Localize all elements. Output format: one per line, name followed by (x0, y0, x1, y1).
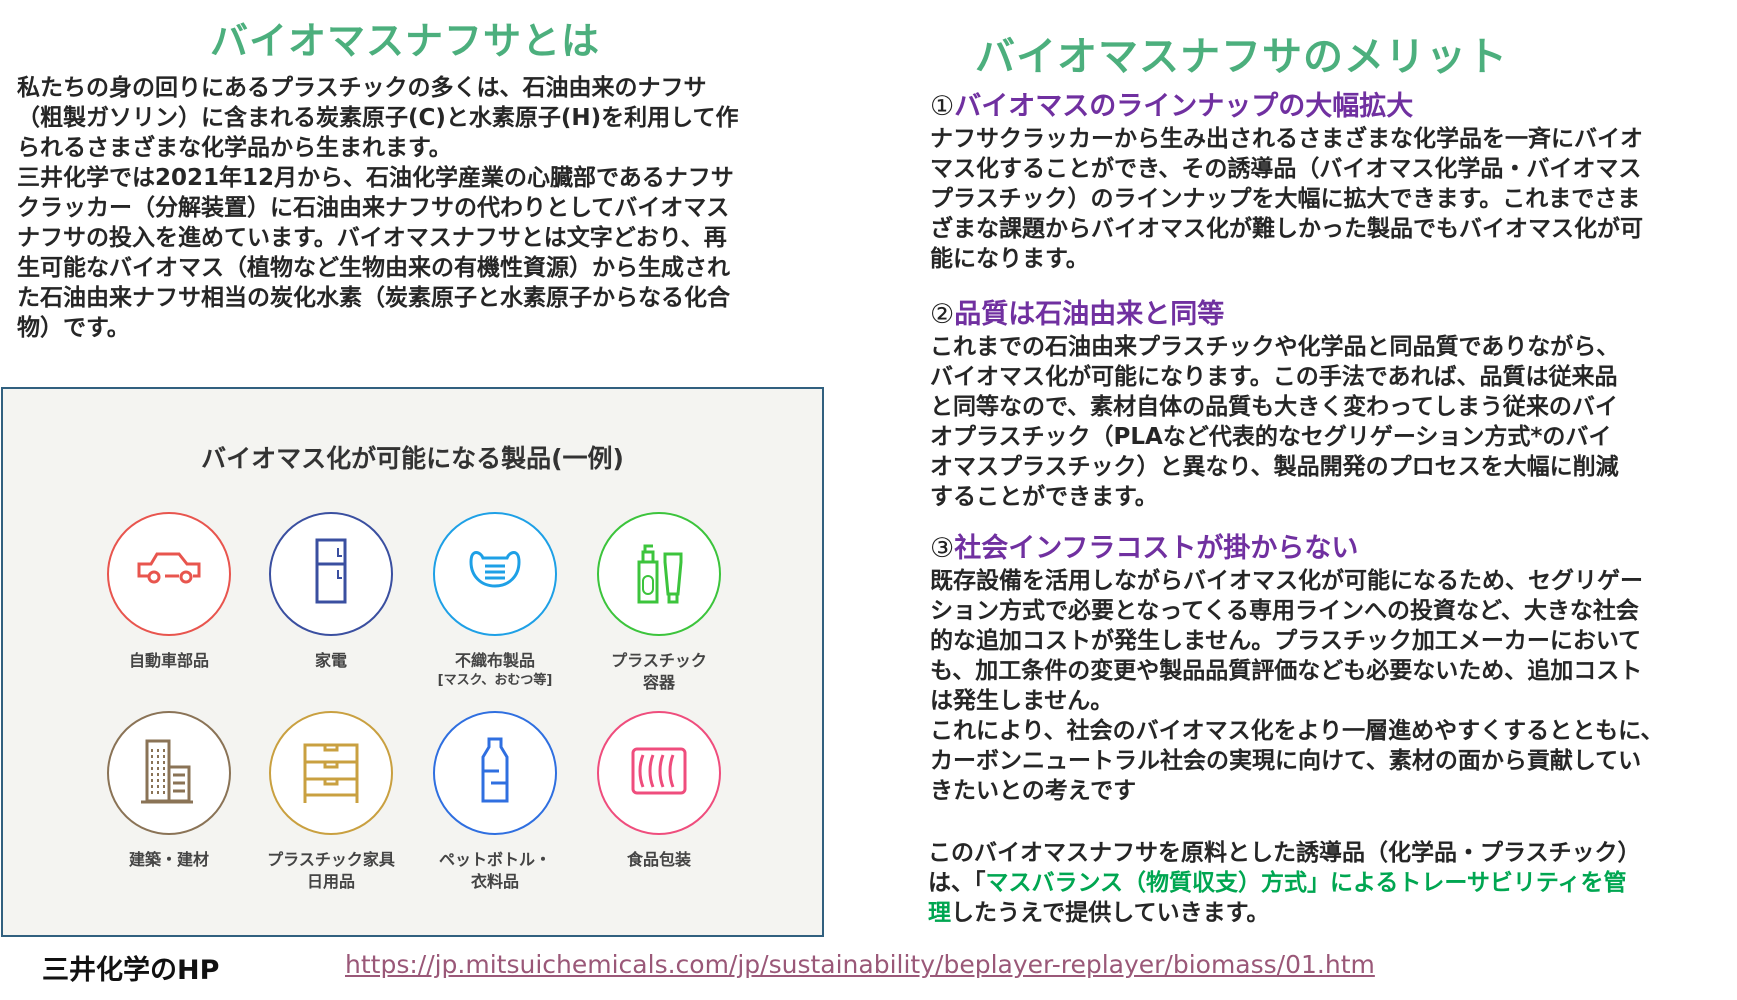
product-sublabel: 容器 (642, 673, 675, 692)
mask-icon (455, 532, 535, 616)
left-body-text: 私たちの身の回りにあるプラスチックの多くは、石油由来のナフサ （粗製ガソリン）に含… (17, 73, 739, 343)
body-line: ざまな課題からバイオマス化が難しかった製品でもバイオマス化が可 (930, 216, 1643, 242)
bottles-icon (619, 532, 699, 616)
building-icon (129, 731, 209, 815)
body-line: することができます。 (930, 484, 1158, 510)
body-line: マス化することができ、その誘導品（バイオマス化学品・バイオマス (930, 156, 1642, 182)
merit-heading-text: バイオマスのラインナップの大幅拡大 (954, 91, 1414, 122)
body-line: は発生しません。 (930, 688, 1114, 714)
merit-heading: ①バイオマスのラインナップの大幅拡大 (930, 90, 1643, 124)
product-item: プラスチック家具日用品 (251, 654, 411, 893)
body-line: 生可能なバイオマス（植物など生物由来の有機性資源）から生成され (17, 255, 730, 281)
drawer-circle (269, 711, 393, 835)
body-line: 能になります。 (930, 246, 1089, 272)
pet-bottle-icon (455, 731, 535, 815)
body-line: 既存設備を活用しながらバイオマス化が可能になるため、セグリゲー (930, 568, 1643, 594)
merit-section: ①バイオマスのラインナップの大幅拡大ナフサクラッカーから生み出されるさまざまな化… (930, 90, 1643, 274)
product-sublabel: [マスク、おむつ等] (437, 673, 553, 688)
merit-heading-text: 品質は石油由来と同等 (954, 299, 1225, 330)
closing-segment: は、「 (928, 870, 986, 896)
merit-heading: ③社会インフラコストが掛からない (930, 532, 1663, 566)
merit-heading: ②品質は石油由来と同等 (930, 298, 1619, 332)
pet-bottle-circle (433, 711, 557, 835)
merit-section: ②品質は石油由来と同等これまでの石油由来プラスチックや化学品と同品質でありながら… (930, 298, 1619, 512)
body-line: と同等なので、素材自体の品質も大きく変わってしまう従来のバイ (930, 394, 1618, 420)
body-line: ナフサクラッカーから生み出されるさまざまな化学品を一斉にバイオ (930, 126, 1643, 152)
panel-title: バイオマス化が可能になる製品(一例) (201, 444, 624, 473)
body-line: これまでの石油由来プラスチックや化学品と同品質でありながら、 (930, 334, 1620, 360)
body-line: プラスチック）のラインナップを大幅に拡大できます。これまでさま (930, 186, 1641, 212)
merit-heading-text: 社会インフラコストが掛からない (954, 533, 1359, 564)
body-line: た石油由来ナフサ相当の炭化水素（炭素原子と水素原子からなる化合 (17, 285, 730, 311)
body-line: （粗製ガソリン）に含まれる炭素原子(C)と水素原子(H)を利用して作 (17, 105, 739, 131)
mass-balance-highlight: マスバランス（物質収支）方式」によるトレーサビリティを管 (985, 870, 1627, 896)
body-line: ション方式で必要となってくる専用ラインへの投資など、大きな社会 (930, 598, 1639, 624)
body-line: これにより、社会のバイオマス化をより一層進めやすくするとともに、 (930, 718, 1664, 744)
product-item: 自動車部品 (89, 455, 249, 672)
product-sublabel: 衣料品 (470, 872, 519, 891)
product-item: プラスチック容器 (579, 455, 739, 694)
refrigerator-icon (291, 532, 371, 616)
source-label: 三井化学のHP (42, 955, 220, 986)
product-item: 家電 (251, 455, 411, 672)
body-line: 的な追加コストが発生しません。プラスチック加工メーカーにおいて (930, 628, 1642, 654)
body-line: オマスプラスチック）と異なり、製品開発のプロセスを大幅に削減 (930, 454, 1619, 480)
merit-body: 既存設備を活用しながらバイオマス化が可能になるため、セグリゲーション方式で必要と… (930, 566, 1663, 806)
product-item: 建築・建材 (89, 654, 249, 871)
product-label: 建築・建材 (128, 850, 209, 869)
mask-circle (433, 512, 557, 636)
closing-line: 理したうえで提供していきます。 (928, 898, 1641, 928)
body-line: オプラスチック（PLAなど代表的なセグリゲーション方式*のバイ (930, 424, 1612, 450)
product-label: 不織布製品 (454, 651, 535, 670)
merit-number: ① (930, 91, 955, 122)
body-line: きたいとの考えです (930, 778, 1137, 804)
bottles-circle (597, 512, 721, 636)
body-line: カーボンニュートラル社会の実現に向けて、素材の面から貢献してい (930, 748, 1642, 774)
product-label: 自動車部品 (128, 651, 209, 670)
body-line: 物）です。 (17, 315, 130, 341)
car-icon (129, 532, 209, 616)
building-circle (107, 711, 231, 835)
body-line: られるさまざまな化学品から生まれます。 (17, 135, 452, 161)
products-panel: バイオマス化が可能になる製品(一例) 自動車部品 家電 不織布製品 [マスク、おむつ等… (1, 387, 824, 937)
body-line: 私たちの身の回りにあるプラスチックの多くは、石油由来のナフサ (17, 75, 707, 101)
left-title: バイオマスナフサとは (210, 19, 601, 63)
body-line: バイオマス化が可能になります。この手法であれば、品質は従来品 (930, 364, 1618, 390)
car-circle (107, 512, 231, 636)
body-line: ナフサの投入を進めています。バイオマスナフサとは文字どおり、再 (17, 225, 727, 251)
closing-line: は、「マスバランス（物質収支）方式」によるトレーサビリティを管 (928, 868, 1641, 898)
body-line: も、加工条件の変更や製品品質評価なども必要ないため、追加コスト (930, 658, 1643, 684)
product-label: ペットボトル・ (438, 850, 551, 869)
merit-section: ③社会インフラコストが掛からない既存設備を活用しながらバイオマス化が可能になるた… (930, 532, 1663, 806)
right-title: バイオマスナフサのメリット (975, 34, 1508, 80)
source-link[interactable]: https://jp.mitsuichemicals.com/jp/sustai… (345, 950, 1375, 979)
merit-number: ③ (930, 533, 955, 564)
food-package-icon (619, 731, 699, 815)
merit-number: ② (930, 299, 955, 330)
drawer-icon (291, 731, 371, 815)
merit-body: これまでの石油由来プラスチックや化学品と同品質でありながら、バイオマス化が可能に… (930, 332, 1619, 512)
closing-text: このバイオマスナフサを原料とした誘導品（化学品・プラスチック） は、「マスバラン… (928, 838, 1641, 928)
closing-segment: したうえで提供していきます。 (951, 900, 1270, 926)
product-label: 家電 (314, 651, 347, 670)
product-label: 食品包装 (626, 850, 691, 869)
closing-line: このバイオマスナフサを原料とした誘導品（化学品・プラスチック） (928, 840, 1641, 866)
merit-body: ナフサクラッカーから生み出されるさまざまな化学品を一斉にバイオマス化することがで… (930, 124, 1643, 274)
mass-balance-highlight: 理 (928, 900, 951, 926)
food-package-circle (597, 711, 721, 835)
product-item: ペットボトル・衣料品 (415, 654, 575, 893)
refrigerator-circle (269, 512, 393, 636)
product-sublabel: 日用品 (306, 872, 355, 891)
product-label: プラスチック (611, 651, 707, 670)
body-line: 三井化学では2021年12月から、石油化学産業の心臓部であるナフサ (17, 165, 734, 191)
product-label: プラスチック家具 (267, 850, 395, 869)
product-item: 食品包装 (579, 654, 739, 871)
body-line: クラッカー（分解装置）に石油由来ナフサの代わりとしてバイオマス (17, 195, 730, 221)
product-item: 不織布製品 [マスク、おむつ等] (415, 455, 575, 690)
